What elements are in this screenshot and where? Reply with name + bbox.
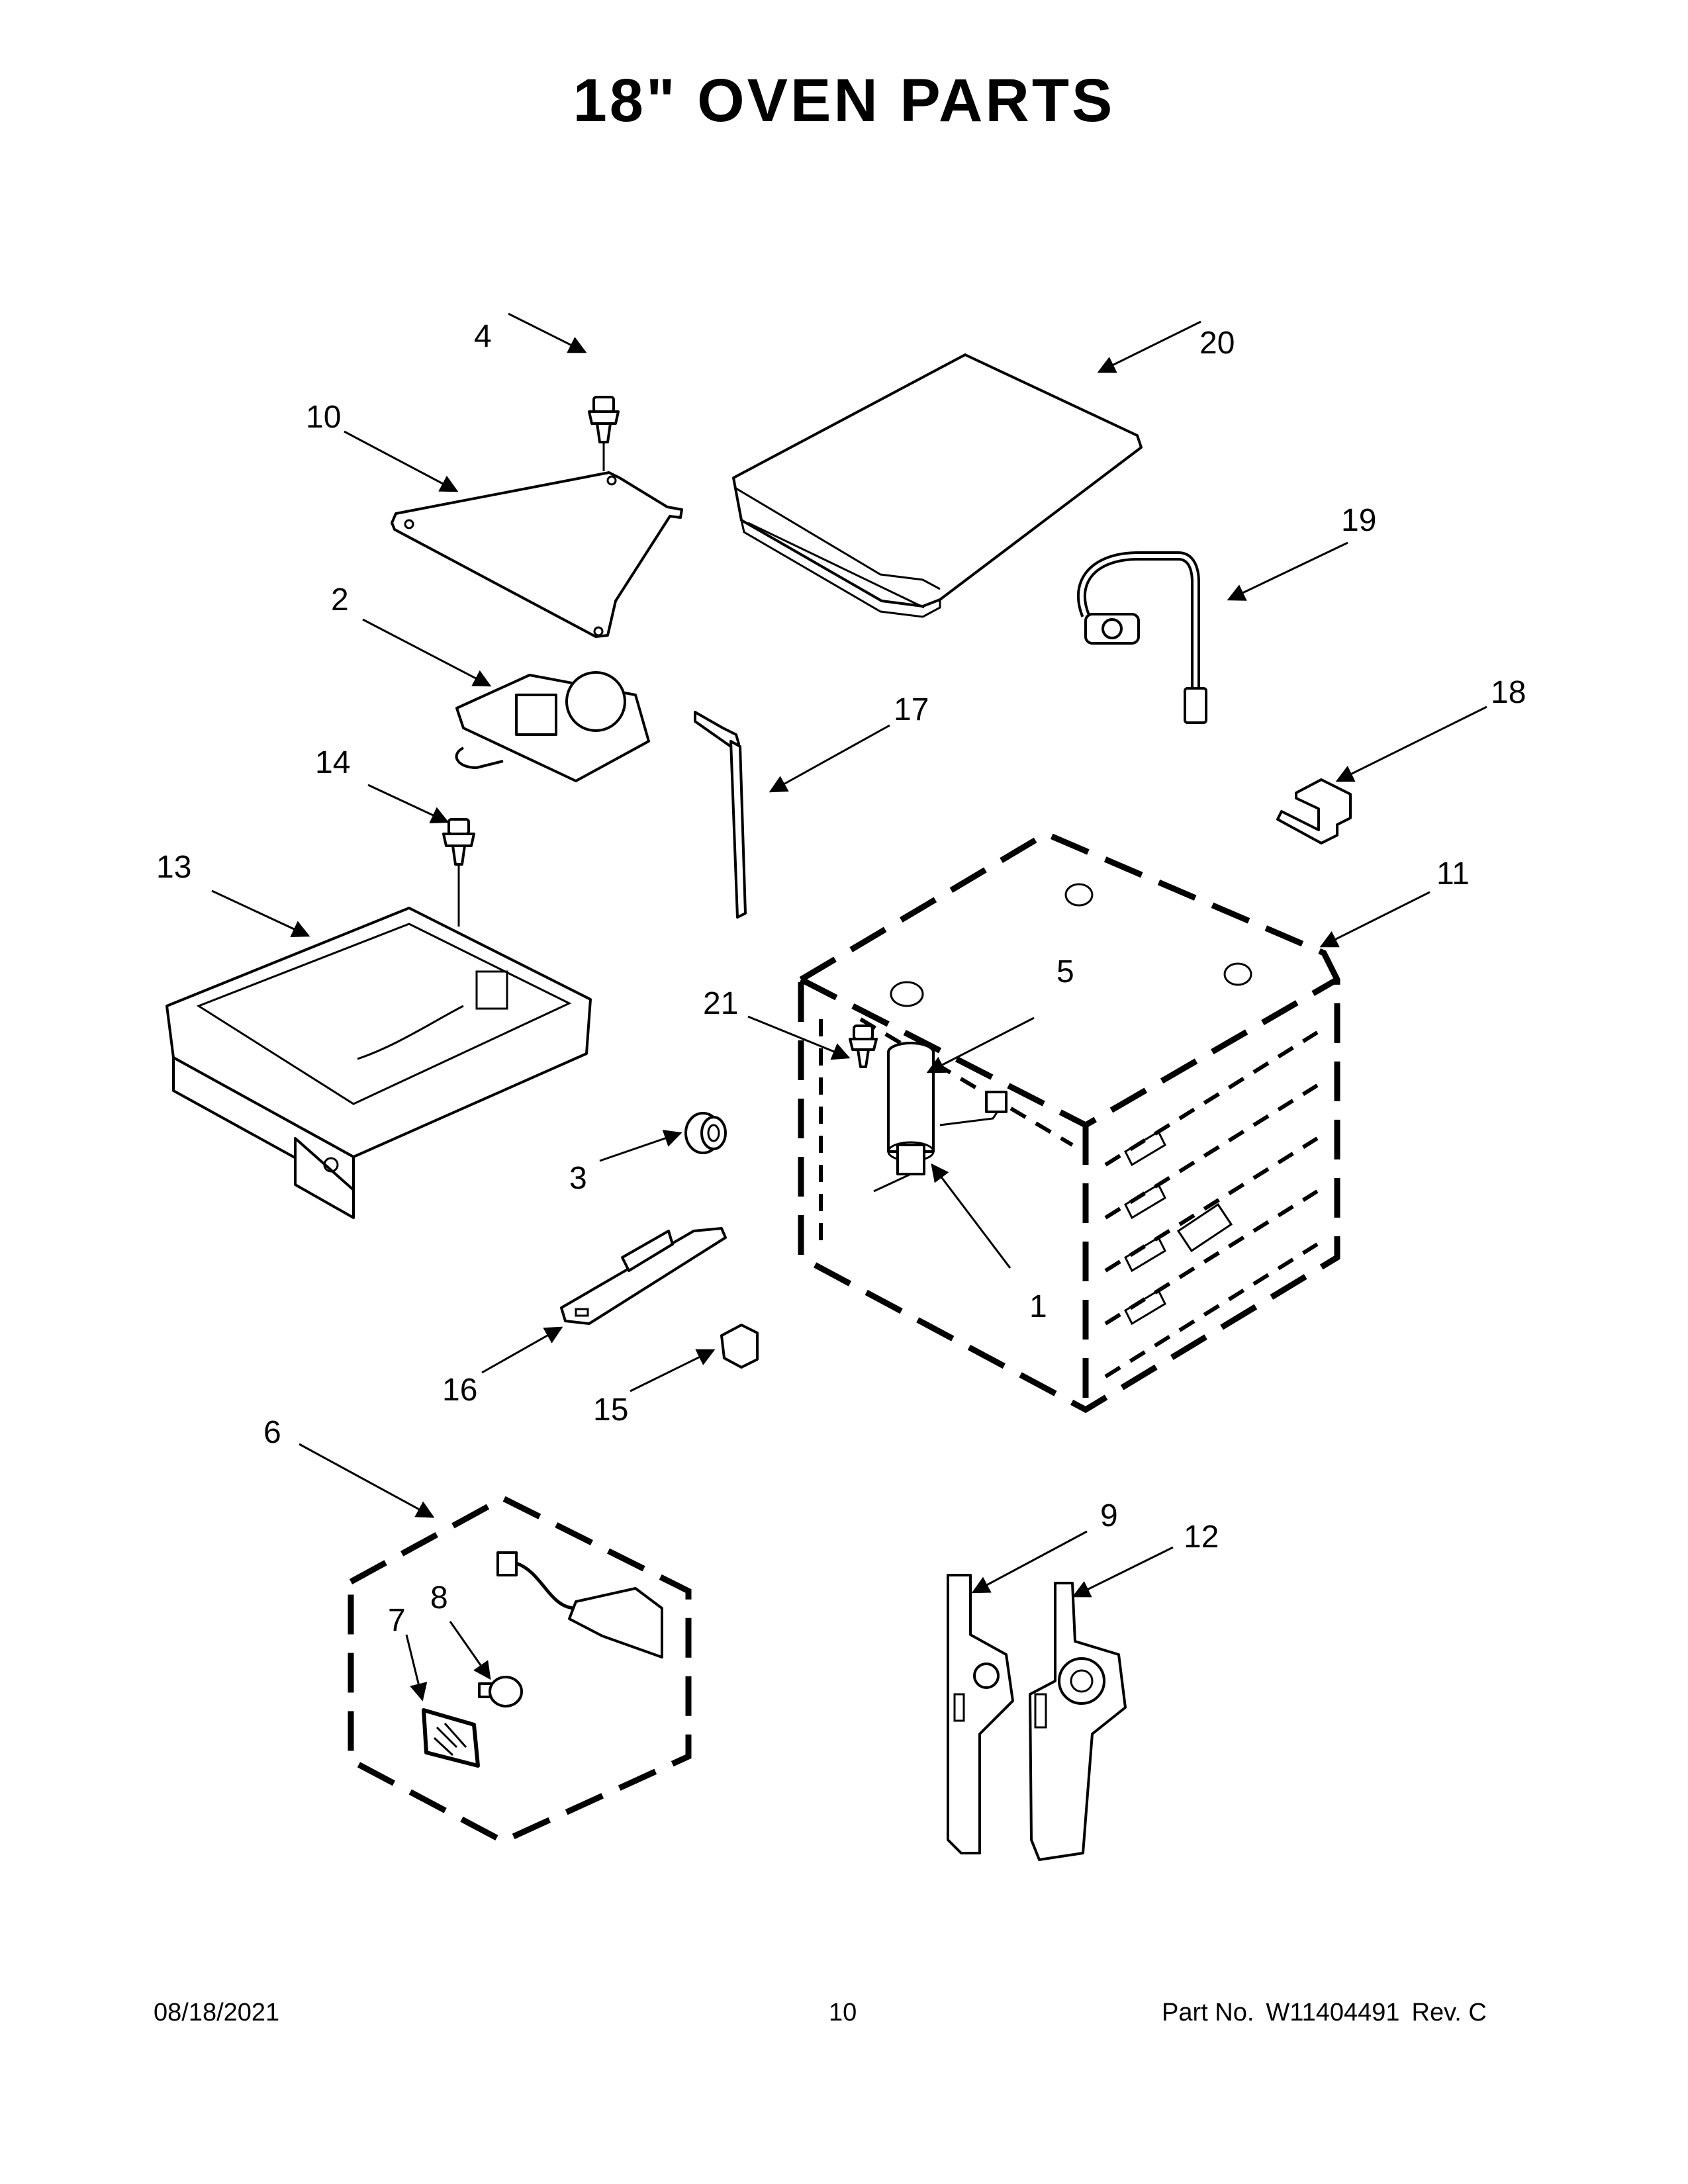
leader-18 xyxy=(1335,705,1487,782)
callout-13: 13 xyxy=(156,850,191,885)
callout-8: 8 xyxy=(430,1580,448,1615)
callout-4: 4 xyxy=(474,319,492,354)
callout-1: 1 xyxy=(1029,1289,1047,1324)
part-heat-shield-20 xyxy=(732,353,1143,618)
leader-15 xyxy=(630,1349,716,1392)
leader-16 xyxy=(481,1326,563,1374)
callout-16: 16 xyxy=(442,1373,477,1408)
leader-17 xyxy=(769,724,890,793)
callout-18: 18 xyxy=(1491,675,1526,710)
part-burner-16 xyxy=(560,1227,727,1325)
leader-12 xyxy=(1072,1546,1174,1598)
callout-15: 15 xyxy=(593,1392,628,1428)
footer-part-prefix: Part No. xyxy=(1162,1999,1254,2026)
callout-3: 3 xyxy=(569,1161,587,1196)
part-oven-cavity-11 xyxy=(798,830,1340,1414)
part-spacer-3 xyxy=(684,1112,727,1154)
leader-5 xyxy=(926,1017,1035,1073)
part-hinge-12 xyxy=(1029,1582,1127,1861)
callout-6: 6 xyxy=(263,1415,281,1450)
part-clip-15 xyxy=(720,1324,759,1369)
leader-lines xyxy=(211,312,1487,1702)
leader-21 xyxy=(747,1015,851,1060)
callout-17: 17 xyxy=(894,692,929,727)
part-burner-box-13 xyxy=(165,907,592,1219)
leader-4 xyxy=(508,312,587,353)
part-screw-21 xyxy=(849,1024,878,1068)
footer-part-number: W11404491 xyxy=(1266,1999,1400,2026)
part-lens-7 xyxy=(422,1708,480,1768)
callout-10: 10 xyxy=(306,400,341,435)
part-light-assembly-6 xyxy=(348,1494,692,1845)
leader-19 xyxy=(1227,541,1348,601)
part-valve-assembly-2 xyxy=(455,671,650,782)
callout-20: 20 xyxy=(1199,326,1235,361)
leader-8 xyxy=(449,1621,491,1680)
part-bracket-plate-10 xyxy=(391,471,683,638)
part-bulb-8 xyxy=(478,1676,523,1707)
callout-11: 11 xyxy=(1436,856,1470,891)
part-shroud-5 xyxy=(887,1042,1008,1162)
part-igniter-17 xyxy=(694,711,747,919)
callout-14: 14 xyxy=(315,745,350,780)
part-bracket-18 xyxy=(1276,778,1352,844)
callout-labels: 1 2 3 4 5 6 7 8 9 10 11 12 13 14 15 16 1… xyxy=(156,319,1526,1638)
callout-5: 5 xyxy=(1056,954,1074,989)
callout-2: 2 xyxy=(331,582,349,617)
callout-9: 9 xyxy=(1100,1498,1118,1533)
part-gas-tube-19 xyxy=(1076,551,1207,724)
callout-21: 21 xyxy=(703,986,738,1021)
part-screw-14 xyxy=(442,818,475,927)
callout-12: 12 xyxy=(1184,1520,1219,1555)
part-igniter-bracket-1 xyxy=(873,1144,925,1193)
leader-6 xyxy=(299,1443,435,1518)
leader-7 xyxy=(405,1634,428,1702)
leader-11 xyxy=(1319,891,1430,948)
footer-part-info: Part No. W11404491 Rev. C xyxy=(1162,1999,1499,2027)
leader-2 xyxy=(362,618,492,687)
part-hinge-9 xyxy=(947,1574,1014,1854)
footer-revision: Rev. C xyxy=(1411,1999,1487,2026)
footer-date: 08/18/2021 xyxy=(154,1999,280,2026)
leader-1 xyxy=(931,1163,1011,1269)
callout-7: 7 xyxy=(388,1603,406,1638)
leader-3 xyxy=(599,1130,682,1162)
footer-page-number: 10 xyxy=(829,1999,857,2026)
leader-9 xyxy=(971,1530,1088,1594)
leader-20 xyxy=(1097,320,1201,373)
leader-13 xyxy=(211,889,310,937)
leader-14 xyxy=(367,784,449,823)
part-screw-4 xyxy=(588,396,620,471)
callout-19: 19 xyxy=(1341,503,1376,538)
leader-10 xyxy=(344,430,459,492)
page-title: 18" OVEN PARTS xyxy=(573,67,1115,134)
